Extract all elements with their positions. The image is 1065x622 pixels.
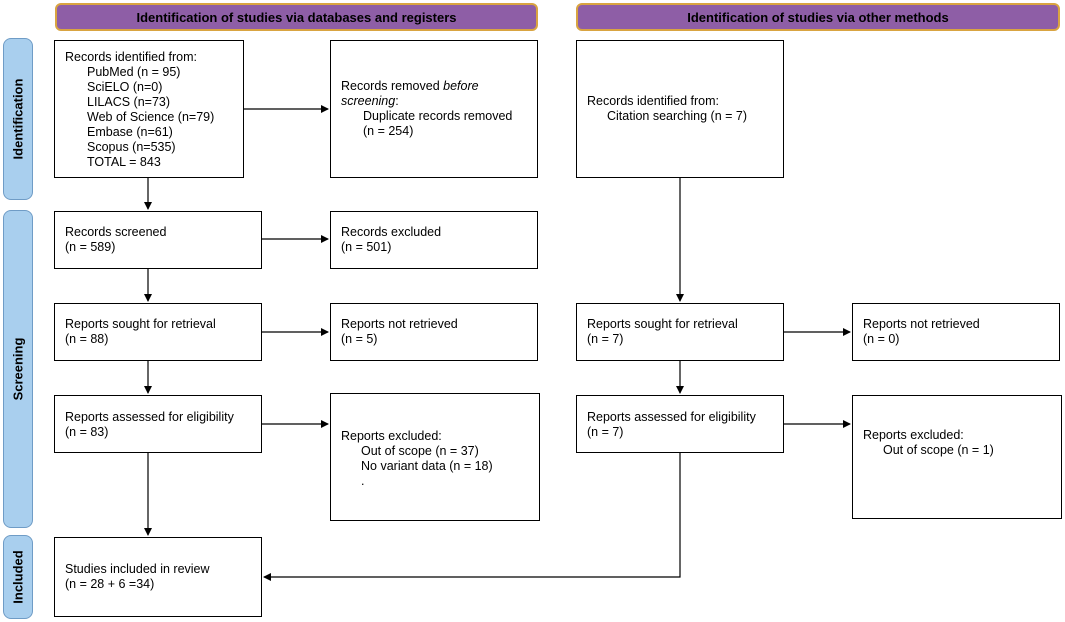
db-assessed-count: (n = 83): [65, 425, 109, 439]
db-excluded-count: (n = 501): [341, 240, 392, 254]
db-sought-count: (n = 88): [65, 332, 109, 346]
db-removed-count: (n = 254): [363, 124, 414, 138]
source-web-of-science: Web of Science (n=79): [87, 110, 215, 124]
other-reports-excluded-box: Reports excluded: Out of scope (n = 1): [852, 395, 1062, 519]
db-sought-title: Reports sought for retrieval: [65, 317, 216, 331]
db-reports-not-retrieved-box: Reports not retrieved (n = 5): [330, 303, 538, 361]
source-scielo: SciELO (n=0): [87, 80, 163, 94]
db-records-identified-box: Records identified from: PubMed (n = 95)…: [54, 40, 244, 178]
included-title: Studies included in review: [65, 562, 210, 576]
header-other-methods: Identification of studies via other meth…: [576, 3, 1060, 31]
side-identification: Identification: [3, 38, 33, 200]
reason-dot: .: [361, 474, 365, 488]
other-not-retrieved-count: (n = 0): [863, 332, 900, 346]
side-screening: Screening: [3, 210, 33, 528]
db-not-retrieved-count: (n = 5): [341, 332, 378, 346]
db-screened-count: (n = 589): [65, 240, 116, 254]
db-identified-total: TOTAL = 843: [87, 155, 161, 169]
source-embase: Embase (n=61): [87, 125, 173, 139]
other-reports-sought-box: Reports sought for retrieval (n = 7): [576, 303, 784, 361]
header-other-label: Identification of studies via other meth…: [687, 9, 949, 25]
db-not-retrieved-title: Reports not retrieved: [341, 317, 458, 331]
db-excluded-title: Records excluded: [341, 225, 442, 239]
other-reports-excluded-title: Reports excluded:: [863, 428, 964, 442]
side-included: Included: [3, 535, 33, 619]
other-not-retrieved-title: Reports not retrieved: [863, 317, 980, 331]
other-reason-out-of-scope: Out of scope (n = 1): [883, 443, 994, 457]
db-assessed-title: Reports assessed for eligibility: [65, 410, 234, 424]
other-reports-not-retrieved-box: Reports not retrieved (n = 0): [852, 303, 1060, 361]
db-screened-title: Records screened: [65, 225, 167, 239]
source-scopus: Scopus (n=535): [87, 140, 176, 154]
other-identified-line: Citation searching (n = 7): [607, 109, 748, 123]
other-records-identified-box: Records identified from: Citation search…: [576, 40, 784, 178]
other-assessed-title: Reports assessed for eligibility: [587, 410, 756, 424]
db-removed-line: Duplicate records removed: [363, 109, 513, 123]
db-reports-excluded-title: Reports excluded:: [341, 429, 442, 443]
studies-included-box: Studies included in review (n = 28 + 6 =…: [54, 537, 262, 617]
other-identified-title: Records identified from:: [587, 94, 720, 108]
db-records-excluded-box: Records excluded (n = 501): [330, 211, 538, 269]
source-lilacs: LILACS (n=73): [87, 95, 171, 109]
source-pubmed: PubMed (n = 95): [87, 65, 181, 79]
header-databases: Identification of studies via databases …: [55, 3, 538, 31]
other-sought-title: Reports sought for retrieval: [587, 317, 738, 331]
db-identified-title: Records identified from:: [65, 50, 198, 64]
db-reports-excluded-box: Reports excluded: Out of scope (n = 37) …: [330, 393, 540, 521]
db-removed-heading: Records removed before screening:: [341, 79, 479, 108]
header-databases-label: Identification of studies via databases …: [136, 9, 457, 25]
db-reports-assessed-box: Reports assessed for eligibility (n = 83…: [54, 395, 262, 453]
other-assessed-count: (n = 7): [587, 425, 624, 439]
db-records-screened-box: Records screened (n = 589): [54, 211, 262, 269]
db-records-removed-box: Records removed before screening: Duplic…: [330, 40, 538, 178]
other-reports-assessed-box: Reports assessed for eligibility (n = 7): [576, 395, 784, 453]
reason-no-variant-data: No variant data (n = 18): [361, 459, 493, 473]
included-count: (n = 28 + 6 =34): [65, 577, 155, 591]
reason-out-of-scope: Out of scope (n = 37): [361, 444, 479, 458]
other-sought-count: (n = 7): [587, 332, 624, 346]
arrow-other-assessed-to-included: [263, 453, 681, 581]
db-reports-sought-box: Reports sought for retrieval (n = 88): [54, 303, 262, 361]
